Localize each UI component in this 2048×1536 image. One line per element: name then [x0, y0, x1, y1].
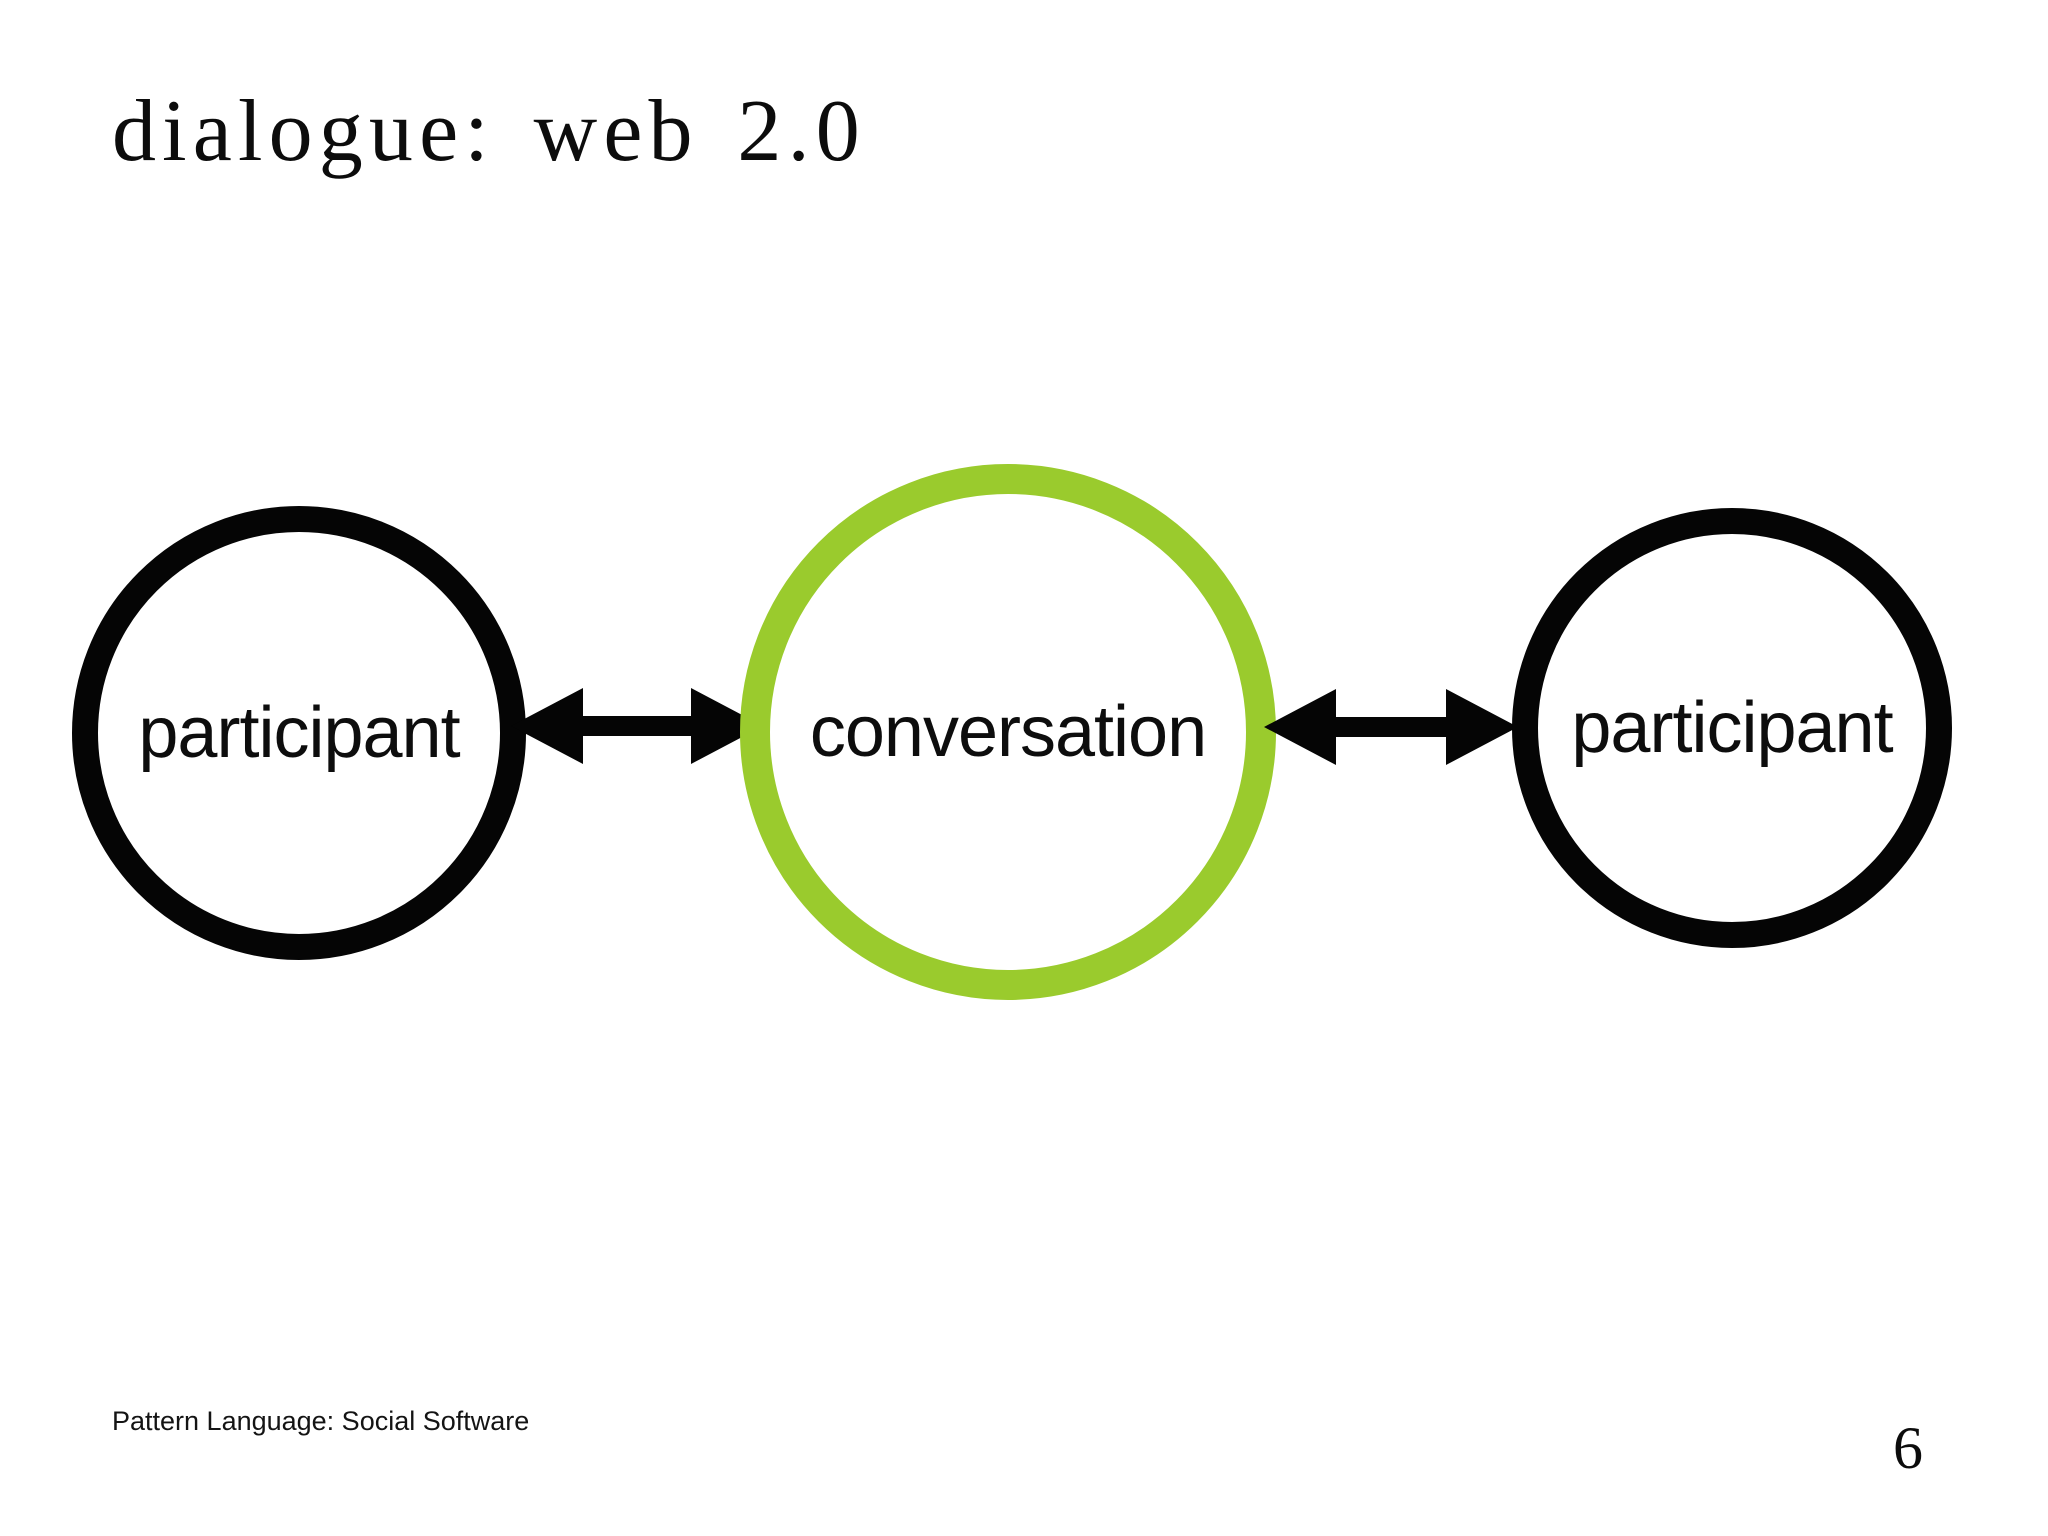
participant-right-label: participant [1571, 688, 1893, 768]
slide-title: dialogue: web 2.0 [112, 83, 866, 180]
double-arrow-icon-left [511, 688, 763, 764]
participant-left-node: participant [72, 506, 526, 960]
participant-left-label: participant [138, 693, 460, 773]
double-arrow-icon-right [1264, 689, 1518, 765]
footer-text: Pattern Language: Social Software [112, 1406, 530, 1436]
page-number: 6 [1893, 1415, 1923, 1481]
participant-right-node: participant [1512, 508, 1952, 948]
conversation-node: conversation [740, 464, 1276, 1000]
conversation-label: conversation [809, 692, 1207, 772]
